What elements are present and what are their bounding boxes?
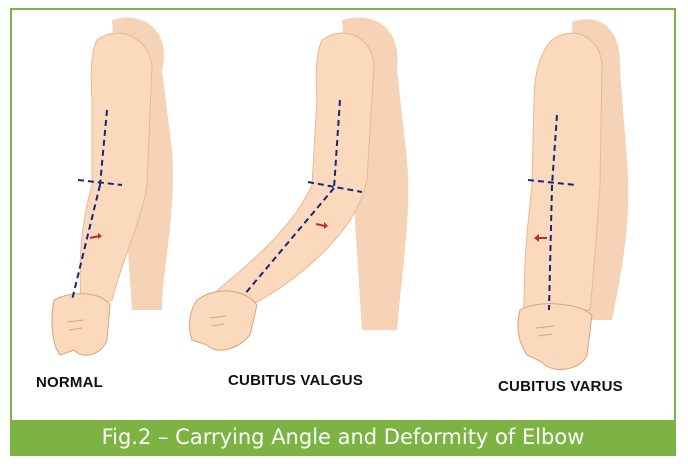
normal-arm <box>52 17 173 355</box>
elbow-deformity-illustration <box>12 10 674 424</box>
label-cubitus-valgus: CUBITUS VALGUS <box>228 372 363 389</box>
valgus-arm <box>190 17 409 350</box>
label-cubitus-varus: CUBITUS VARUS <box>498 378 623 395</box>
figure-caption: Fig.2 – Carrying Angle and Deformity of … <box>102 425 585 449</box>
label-normal: NORMAL <box>36 374 103 391</box>
varus-arm <box>518 19 629 369</box>
caption-bar: Fig.2 – Carrying Angle and Deformity of … <box>12 420 674 454</box>
figure-frame: NORMAL CUBITUS VALGUS CUBITUS VARUS Fig.… <box>10 8 676 456</box>
